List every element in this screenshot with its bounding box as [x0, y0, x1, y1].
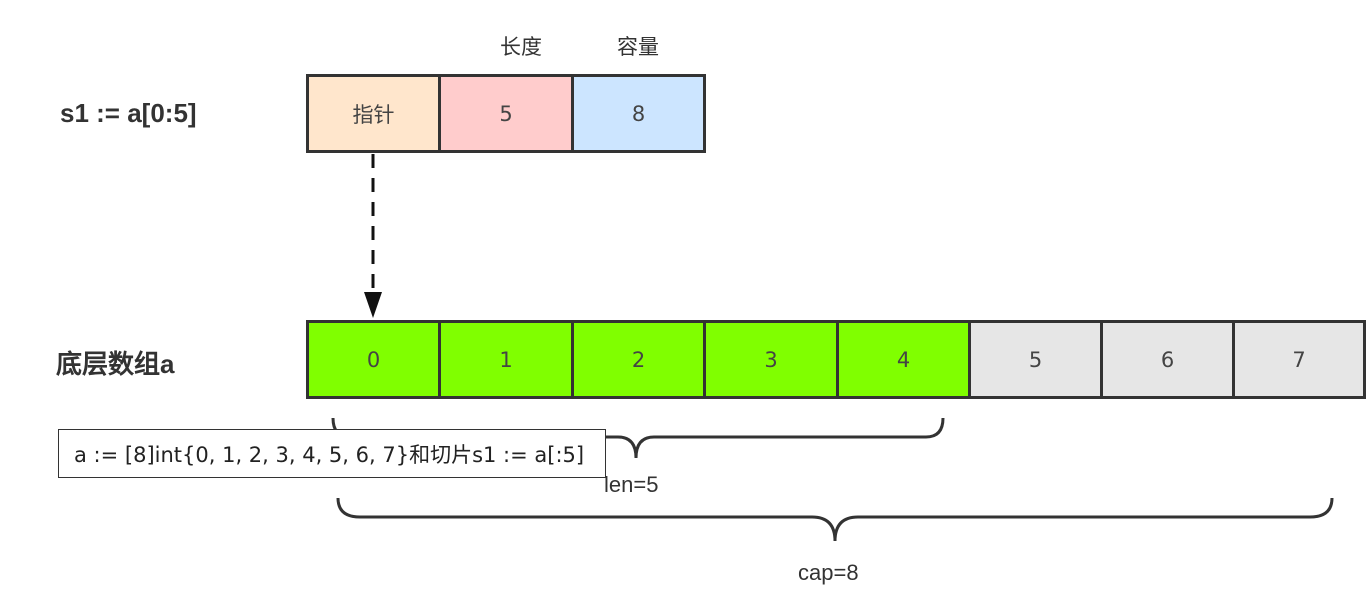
- header-label-length: 长度: [500, 35, 542, 59]
- array-cell-5: 5: [968, 320, 1103, 399]
- array-cell-7: 7: [1232, 320, 1366, 399]
- array-cell-4: 4: [836, 320, 971, 399]
- cap-brace: [336, 497, 1334, 542]
- array-cell-0: 0: [306, 320, 441, 399]
- array-label: 底层数组a: [56, 349, 175, 379]
- pointer-arrow-head: [364, 292, 382, 318]
- len-label: len=5: [604, 472, 659, 497]
- header-label-capacity: 容量: [617, 35, 659, 59]
- cap-label: cap=8: [798, 560, 859, 585]
- slice-header-capacity-cell: 8: [571, 74, 706, 153]
- array-cell-2: 2: [571, 320, 706, 399]
- array-cell-6: 6: [1100, 320, 1235, 399]
- slice-header-length-cell: 5: [438, 74, 574, 153]
- array-cell-3: 3: [703, 320, 839, 399]
- caption-box: a := [8]int{0, 1, 2, 3, 4, 5, 6, 7}和切片s1…: [58, 429, 606, 478]
- array-cell-1: 1: [438, 320, 574, 399]
- slice-label: s1 := a[0:5]: [60, 98, 197, 128]
- slice-header-pointer-cell: 指针: [306, 74, 441, 153]
